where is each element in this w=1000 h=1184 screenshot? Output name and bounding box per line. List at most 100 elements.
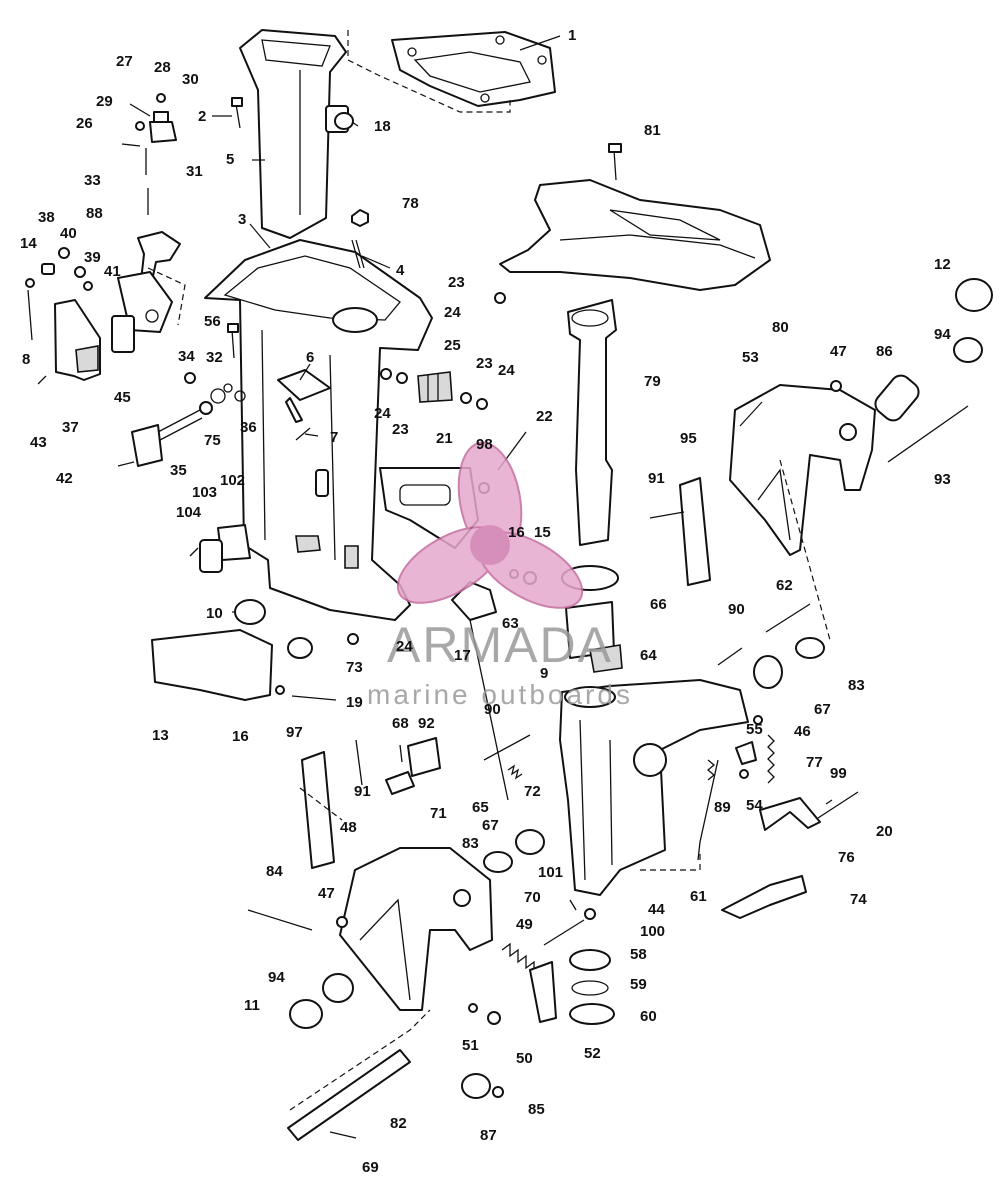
part-nut-24d xyxy=(347,633,359,645)
part-washer-41 xyxy=(83,281,93,291)
callout-86: 86 xyxy=(876,343,893,360)
callout-30: 30 xyxy=(182,71,199,88)
part-bracket-37 xyxy=(54,299,101,381)
callout-73: 73 xyxy=(346,659,363,676)
dashed-guide xyxy=(147,267,186,326)
callout-labels: 1 2 3 4 5 6 7 8 9 10 11 12 13 14 15 16 1… xyxy=(20,27,951,1176)
callout-23b: 23 xyxy=(476,355,493,372)
part-tube-86 xyxy=(874,374,920,422)
callout-47b: 47 xyxy=(318,885,335,902)
part-swivel-bracket-9 xyxy=(559,679,749,896)
callout-98: 98 xyxy=(476,436,493,453)
part-screw-101 xyxy=(569,899,577,911)
callout-65: 65 xyxy=(472,799,489,816)
part-bushing-38 xyxy=(41,263,55,275)
callout-8: 8 xyxy=(22,351,30,368)
callout-68: 68 xyxy=(392,715,409,732)
callout-54: 54 xyxy=(746,797,763,814)
part-screw-51 xyxy=(468,1003,478,1013)
callout-13: 13 xyxy=(152,727,169,744)
callout-36: 36 xyxy=(240,419,257,436)
callout-38: 38 xyxy=(38,209,55,226)
callout-85: 85 xyxy=(528,1101,545,1118)
callout-94b: 94 xyxy=(268,969,285,986)
callout-14: 14 xyxy=(20,235,37,252)
part-nut-94a xyxy=(953,337,983,363)
part-nut-78 xyxy=(351,209,369,227)
part-spring-89 xyxy=(706,759,716,781)
part-washer-23b xyxy=(396,372,408,384)
callout-67a: 67 xyxy=(814,701,831,718)
callout-72: 72 xyxy=(524,783,541,800)
callout-24a: 24 xyxy=(444,304,461,321)
part-block-30 xyxy=(153,111,169,123)
part-midsection-housing xyxy=(204,239,433,621)
callout-70: 70 xyxy=(524,889,541,906)
part-washer-16b xyxy=(275,685,285,695)
part-ring-58 xyxy=(569,949,611,971)
callout-59: 59 xyxy=(630,976,647,993)
callout-9: 9 xyxy=(540,665,548,682)
part-bracket-55 xyxy=(735,741,757,765)
part-screw-56 xyxy=(227,323,239,359)
callout-78: 78 xyxy=(402,195,419,212)
callout-80: 80 xyxy=(772,319,789,336)
watermark-brand: ARMADA xyxy=(387,617,613,673)
callout-43: 43 xyxy=(30,434,47,451)
callout-64: 64 xyxy=(640,647,657,664)
callout-101: 101 xyxy=(538,864,563,881)
callout-104: 104 xyxy=(176,504,202,521)
callout-28: 28 xyxy=(154,59,171,76)
callout-5: 5 xyxy=(226,151,234,168)
part-nut-94b xyxy=(322,973,354,1003)
part-pin-8 xyxy=(27,289,33,341)
part-mount-73 xyxy=(287,637,313,659)
callout-24c: 24 xyxy=(498,362,515,379)
part-spring-72 xyxy=(507,764,523,780)
part-pin-27 xyxy=(129,103,151,117)
callout-20: 20 xyxy=(876,823,893,840)
part-screw-26 xyxy=(121,143,141,147)
callout-95: 95 xyxy=(680,430,697,447)
part-cap-12 xyxy=(955,278,993,312)
dashed-guide xyxy=(289,1009,431,1111)
part-bushing-67a xyxy=(753,655,783,689)
part-screw-19 xyxy=(291,695,337,701)
callout-62: 62 xyxy=(776,577,793,594)
callout-25: 25 xyxy=(444,337,461,354)
callout-7: 7 xyxy=(330,429,338,446)
callout-83a: 83 xyxy=(848,677,865,694)
part-bushing-64 xyxy=(589,644,623,673)
part-plate-45b xyxy=(111,315,135,353)
callout-31: 31 xyxy=(186,163,203,180)
callout-50: 50 xyxy=(516,1050,533,1067)
part-bolt-70 xyxy=(543,919,585,946)
part-nut-44 xyxy=(584,908,596,920)
callout-56: 56 xyxy=(204,313,221,330)
callout-2: 2 xyxy=(198,108,206,125)
callout-87: 87 xyxy=(480,1127,497,1144)
part-screw-43 xyxy=(37,375,47,385)
part-screw-46 xyxy=(753,715,763,725)
watermark-tagline: marine outboards xyxy=(367,679,633,710)
part-rod-93 xyxy=(887,405,969,463)
part-link-61 xyxy=(697,759,719,861)
callout-74: 74 xyxy=(850,891,867,908)
callout-58: 58 xyxy=(630,946,647,963)
callout-27: 27 xyxy=(116,53,133,70)
callout-16a: 16 xyxy=(508,524,525,541)
callout-52: 52 xyxy=(584,1045,601,1062)
callout-94a: 94 xyxy=(934,326,951,343)
part-ring-32 xyxy=(210,388,226,404)
part-washer-83a xyxy=(795,637,825,659)
part-stud-4 xyxy=(351,239,365,269)
callout-69: 69 xyxy=(362,1159,379,1176)
callout-40: 40 xyxy=(60,225,77,242)
part-swivel-bracket-80 xyxy=(499,179,771,291)
callout-90a: 90 xyxy=(728,601,745,618)
part-washer-29 xyxy=(135,121,145,131)
callout-41: 41 xyxy=(104,263,121,280)
part-lever-74 xyxy=(721,875,807,919)
part-screw-28 xyxy=(156,93,166,103)
part-screw-68 xyxy=(399,744,403,763)
